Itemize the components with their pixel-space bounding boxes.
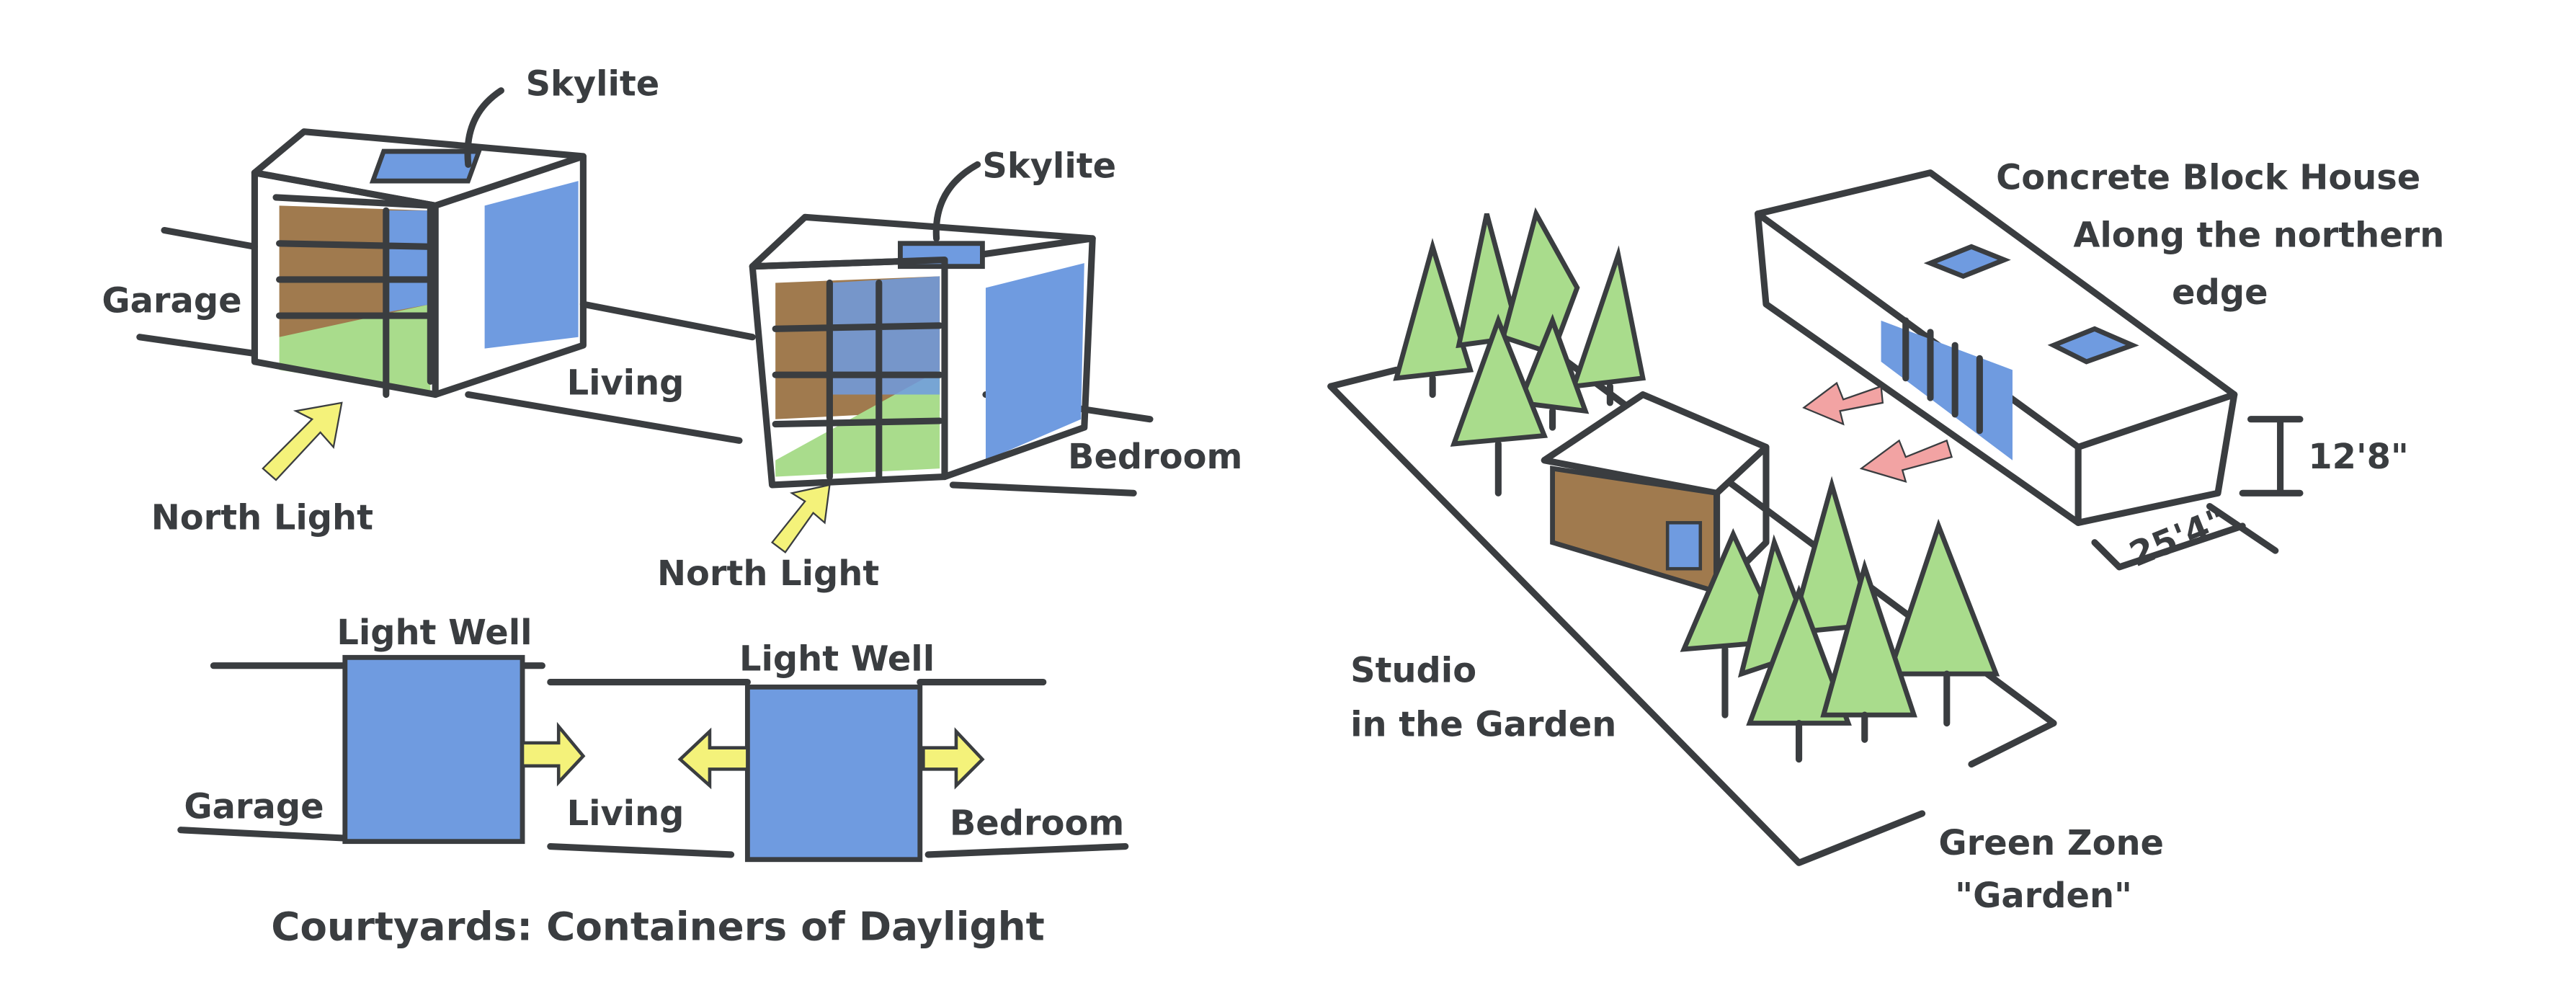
light-well-label-2: Light Well [739, 640, 935, 680]
trees-north [1393, 207, 1646, 497]
wind-arrow-2 [1859, 439, 1953, 484]
height-dimension: 12'8" [2308, 437, 2409, 477]
skylight-1 [369, 148, 483, 184]
studio-label-line1: Studio [1350, 651, 1476, 691]
dimension-lines [2091, 416, 2304, 571]
light-well-label-1: Light Well [337, 613, 532, 653]
garage-cube [251, 128, 587, 399]
arrow-right-2 [922, 727, 985, 790]
ground-lines-bottom [177, 662, 1129, 858]
light-well-1 [342, 654, 525, 845]
house-skylight-2 [2047, 326, 2139, 365]
house-label-line2: Along the northern [2073, 215, 2444, 255]
bedroom-cube [749, 213, 1096, 489]
north-light-label-2: North Light [657, 554, 879, 594]
green-zone-label-line2: "Garden" [1955, 876, 2132, 916]
green-zone-label-line1: Green Zone [1938, 824, 2164, 863]
arrow-right-1 [520, 721, 586, 787]
studio [1541, 391, 1770, 595]
north-light-arrow-2 [770, 484, 831, 554]
house-label-line3: edge [2172, 273, 2268, 313]
caption: Courtyards: Containers of Daylight [271, 903, 1045, 949]
house-label-line1: Concrete Block House [1996, 159, 2420, 198]
light-well-2 [744, 684, 923, 863]
bedroom-label: Bedroom [1068, 437, 1242, 477]
studio-label-line2: in the Garden [1350, 705, 1616, 745]
living-label: Living [567, 364, 685, 404]
wind-arrow-1 [1802, 381, 1884, 426]
north-light-label-1: North Light [151, 498, 373, 538]
garage-label: Garage [102, 282, 241, 321]
skylite-leader-2 [932, 161, 981, 242]
garage-label-bottom: Garage [184, 788, 324, 827]
arrow-left [677, 727, 749, 790]
north-light-arrow-1 [262, 401, 343, 481]
skylite-label-1: Skylite [526, 65, 660, 104]
living-label-bottom: Living [567, 794, 685, 834]
concrete-block-house [1755, 169, 2238, 526]
skylite-label-2: Skylite [982, 147, 1116, 187]
skylite-leader-1 [464, 87, 504, 168]
house-skylight-1 [1923, 244, 2011, 280]
bedroom-label-bottom: Bedroom [950, 804, 1124, 844]
trees-south [1680, 476, 2000, 763]
